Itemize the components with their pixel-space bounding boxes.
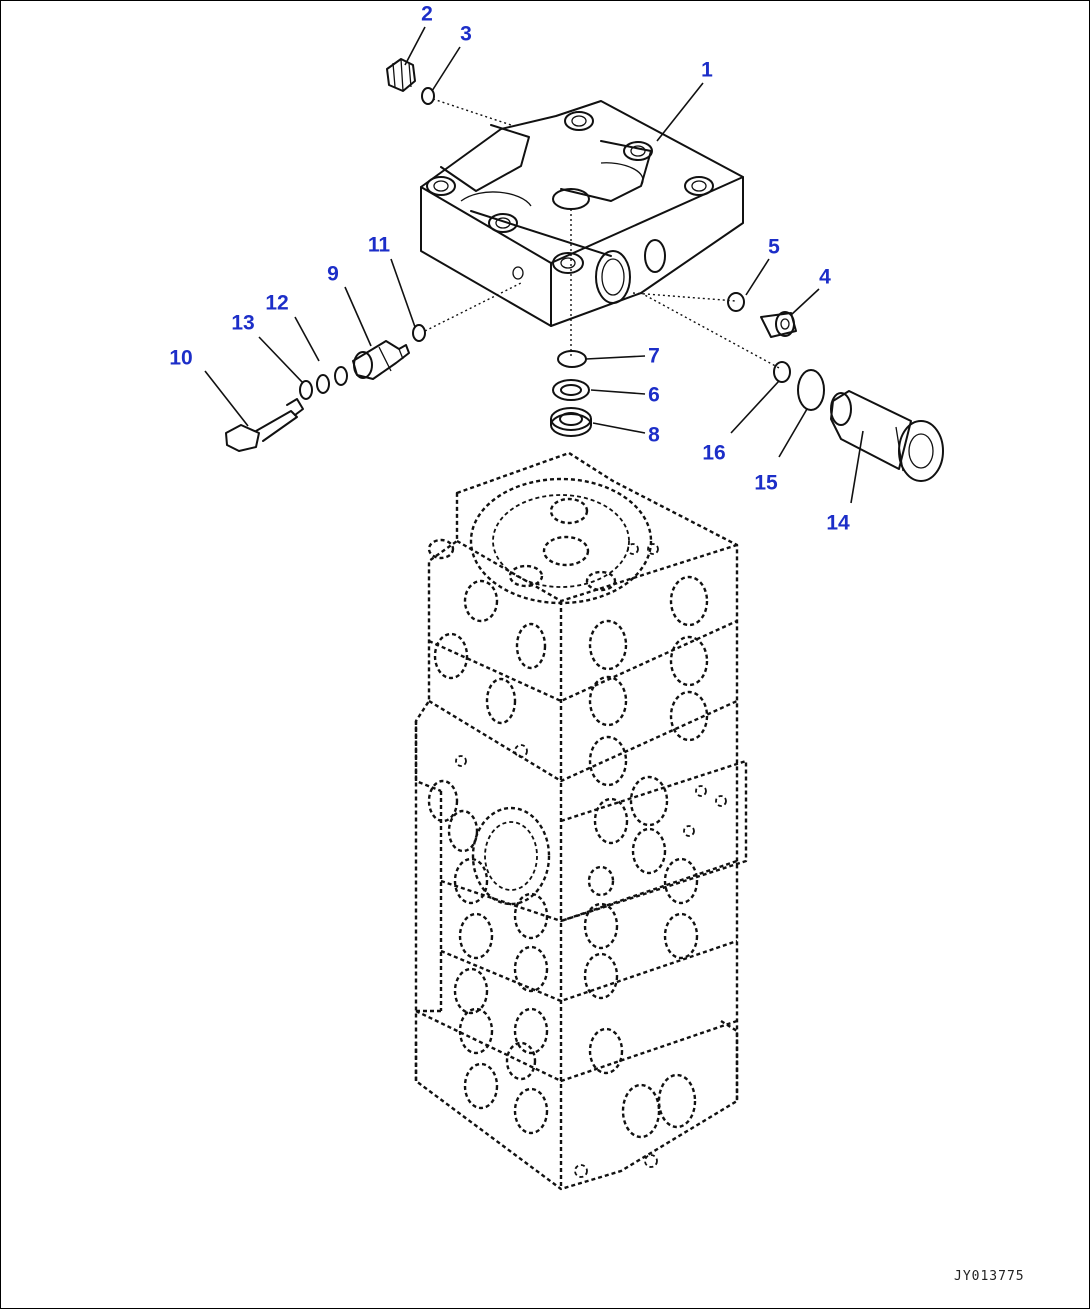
part-4-plug	[760, 311, 797, 338]
part-6-spring	[552, 379, 590, 401]
callout-3: 3	[460, 22, 472, 46]
part-11-o-ring	[412, 324, 426, 342]
part-2-plug	[386, 58, 416, 92]
part-16-o-ring	[773, 361, 791, 383]
callout-4: 4	[819, 265, 831, 289]
part-10-adjust-screw	[225, 398, 304, 452]
part-9-valve	[352, 340, 410, 380]
drawing-reference-code: JY013775	[954, 1269, 1025, 1284]
assembly-center-lines	[424, 98, 782, 370]
callout-5: 5	[768, 235, 780, 259]
part-12-backup-ring	[316, 374, 330, 394]
callout-8: 8	[648, 423, 660, 447]
callout-10: 10	[169, 346, 193, 370]
callout-6: 6	[648, 383, 660, 407]
callout-11: 11	[367, 233, 391, 257]
part-12-o-ring	[334, 366, 348, 386]
part-13-ring	[299, 380, 313, 400]
callout-14: 14	[826, 511, 850, 535]
part-5-o-ring	[727, 292, 745, 312]
main-valve-body	[414, 451, 748, 1191]
part-8-washer	[550, 407, 592, 437]
callout-15: 15	[754, 471, 778, 495]
part-3-o-ring	[421, 87, 435, 105]
part-15-o-ring	[797, 369, 825, 411]
part-7-o-ring	[557, 350, 587, 368]
leader-lines	[204, 26, 864, 504]
callout-9: 9	[327, 262, 339, 286]
callout-16: 16	[702, 441, 726, 465]
callout-13: 13	[231, 311, 255, 335]
cover-block	[420, 100, 744, 327]
callout-12: 12	[265, 291, 289, 315]
part-14-spool-housing	[830, 390, 944, 482]
callout-7: 7	[648, 344, 660, 368]
callout-2: 2	[421, 2, 433, 26]
callout-1: 1	[701, 58, 713, 82]
